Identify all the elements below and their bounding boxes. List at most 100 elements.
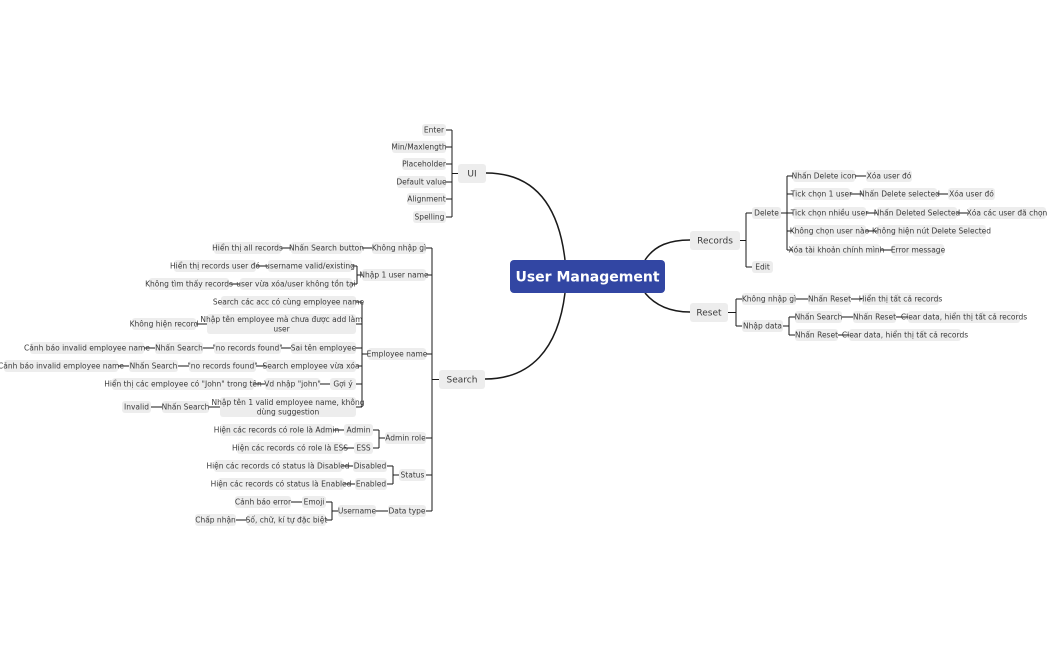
s-ar-box	[385, 432, 426, 444]
reset-nd[interactable]: Nhập data	[742, 320, 783, 332]
s-ar-label: Admin role	[385, 434, 426, 443]
reset-nd-a2[interactable]: Nhấn Reset	[853, 311, 896, 323]
ui-default-value[interactable]: Default value	[396, 176, 447, 188]
s-dt[interactable]: Data type	[388, 505, 426, 517]
s-emp6c[interactable]: Invalid	[122, 401, 151, 413]
s-emp4b-box	[189, 360, 256, 372]
branch-records-box	[690, 231, 740, 250]
s-un2-box	[247, 514, 326, 526]
s-st[interactable]: Status	[399, 469, 426, 481]
branch-records-label: Records	[697, 237, 733, 247]
reset-nd-a1-box	[795, 311, 842, 323]
branch-records[interactable]: Records	[690, 231, 740, 250]
s-un1[interactable]: Emoji	[302, 496, 326, 508]
ui-spelling[interactable]: Spelling	[413, 211, 446, 223]
branch-search-label: Search	[447, 376, 478, 386]
s-emp2a[interactable]: Nhập tên employee mà chưa được add làmus…	[200, 314, 363, 334]
s-st-box	[399, 469, 426, 481]
s-emp3d[interactable]: Cảnh báo invalid employee name	[24, 342, 150, 354]
s-ar2[interactable]: ESS	[354, 442, 373, 454]
rec-d4b[interactable]: Không hiện nút Delete Selected	[872, 225, 991, 237]
s-ar[interactable]: Admin role	[385, 432, 426, 444]
s-emp4a[interactable]: Search employee vừa xóa	[262, 360, 360, 372]
s-st2b-box	[218, 478, 344, 490]
s-emp6a[interactable]: Nhập tên 1 valid employee name, khôngdùn…	[212, 397, 365, 417]
s-n1u-b1[interactable]: user vừa xóa/user không tồn tại	[236, 278, 356, 290]
s-n1u-a2-box	[174, 260, 256, 272]
rec-d2c[interactable]: Xóa user đó	[948, 188, 995, 200]
reset-nd-a3[interactable]: Clear data, hiển thị tất cả records	[901, 311, 1027, 323]
s-n1u-b2-label: Không tìm thấy records	[145, 280, 233, 289]
rec-edit[interactable]: Edit	[752, 261, 773, 273]
ui-placeholder[interactable]: Placeholder	[402, 158, 447, 170]
s-n1u-b1-box	[240, 278, 352, 290]
rec-d3a[interactable]: Tick chọn nhiều user	[790, 207, 870, 219]
s-emp5a[interactable]: Gợi ý	[330, 378, 356, 390]
s-emp4d-box	[4, 360, 118, 372]
s-emp5c[interactable]: Hiển thị các employee có "John" trong tê…	[104, 378, 262, 390]
rec-delete[interactable]: Delete	[752, 207, 781, 219]
s-emp3c[interactable]: Nhấn Search	[155, 342, 203, 354]
s-emp6b[interactable]: Nhấn Search	[162, 401, 210, 413]
s-emp6a-label-line-1: Nhập tên 1 valid employee name, không	[212, 398, 365, 407]
s-un2[interactable]: Số, chữ, kí tự đặc biệt	[246, 514, 328, 526]
reset-nd-a1[interactable]: Nhấn Search	[795, 311, 843, 323]
rec-d4a[interactable]: Không chọn user nào	[790, 225, 870, 237]
s-ar1[interactable]: Admin	[344, 424, 373, 436]
s-kng[interactable]: Không nhập gì	[372, 242, 426, 254]
s-emp4c[interactable]: Nhấn Search	[129, 360, 178, 372]
rec-d3b[interactable]: Nhấn Deleted Selected	[874, 207, 961, 219]
ui-minmax[interactable]: Min/Maxlength	[391, 141, 447, 153]
root-node-box	[510, 260, 665, 293]
ui-alignment[interactable]: Alignment	[407, 193, 446, 205]
rec-d3b-box	[877, 207, 957, 219]
s-un2b[interactable]: Chấp nhận	[195, 514, 236, 526]
rec-d5a[interactable]: Xóa tài khoản chính mình	[789, 244, 885, 256]
s-st1[interactable]: Disabled	[353, 460, 387, 472]
s-n1u[interactable]: Nhập 1 user name	[359, 269, 429, 281]
s-emp4d[interactable]: Cảnh báo invalid employee name	[0, 360, 124, 372]
s-n1u-b2[interactable]: Không tìm thấy records	[145, 278, 233, 290]
s-emp5b-box	[265, 378, 320, 390]
rec-d2b[interactable]: Nhấn Delete selected	[859, 188, 940, 200]
s-emp2b[interactable]: Không hiện record	[130, 318, 199, 330]
s-emp3a[interactable]: Sai tên employee	[291, 342, 357, 354]
rec-d1b-box	[866, 170, 912, 182]
s-st2b[interactable]: Hiện các records có status là Enabled	[211, 478, 352, 490]
branch-reset[interactable]: Reset	[690, 303, 728, 322]
s-ar1b[interactable]: Hiện các records có role là Admin	[214, 424, 340, 436]
s-st1b[interactable]: Hiện các records có status là Disabled	[206, 460, 350, 472]
s-st1b-label: Hiện các records có status là Disabled	[206, 462, 349, 471]
s-emp5b[interactable]: Vd nhập "john"	[264, 378, 321, 390]
reset-kn[interactable]: Không nhập gì	[742, 293, 796, 305]
s-kng1[interactable]: Nhấn Search button	[289, 242, 364, 254]
s-emp4b[interactable]: "no records found"	[187, 360, 258, 372]
rec-d1b[interactable]: Xóa user đó	[866, 170, 912, 182]
s-emp1[interactable]: Search các acc có cùng employee name	[213, 296, 365, 308]
root-node[interactable]: User Management	[510, 260, 665, 293]
s-emp[interactable]: Employee name	[367, 348, 428, 360]
branch-search[interactable]: Search	[439, 370, 485, 389]
reset-nd-b2[interactable]: Clear data, hiển thị tất cả records	[842, 329, 968, 341]
s-kng2[interactable]: Hiển thị all records	[212, 242, 283, 254]
reset-nd-b1[interactable]: Nhấn Reset	[795, 329, 838, 341]
s-emp3b[interactable]: "no records found"	[212, 342, 283, 354]
rec-d2a[interactable]: Tick chọn 1 user	[790, 188, 853, 200]
s-un1b[interactable]: Cảnh báo error	[235, 496, 292, 508]
rec-d5b[interactable]: Error message	[891, 244, 946, 256]
rec-d1a-box	[793, 170, 855, 182]
rec-d3c[interactable]: Xóa các user đã chọn	[967, 207, 1048, 219]
rec-d1a[interactable]: Nhấn Delete icon	[792, 170, 857, 182]
s-emp1-label: Search các acc có cùng employee name	[213, 298, 365, 307]
s-un[interactable]: Username	[338, 505, 377, 517]
reset-kn2[interactable]: Hiển thị tất cả records	[859, 293, 943, 305]
s-un-box	[338, 505, 376, 517]
s-ar2b[interactable]: Hiện các records có role là ESS	[232, 442, 348, 454]
s-n1u-a2[interactable]: Hiển thị records user đó	[170, 260, 260, 272]
s-n1u-a1[interactable]: username valid/existing	[265, 260, 355, 272]
reset-kn1[interactable]: Nhấn Reset	[808, 293, 851, 305]
branch-ui[interactable]: UI	[458, 164, 486, 183]
ui-enter[interactable]: Enter	[422, 124, 446, 136]
rec-d3c-box	[968, 207, 1046, 219]
s-st2[interactable]: Enabled	[355, 478, 387, 490]
